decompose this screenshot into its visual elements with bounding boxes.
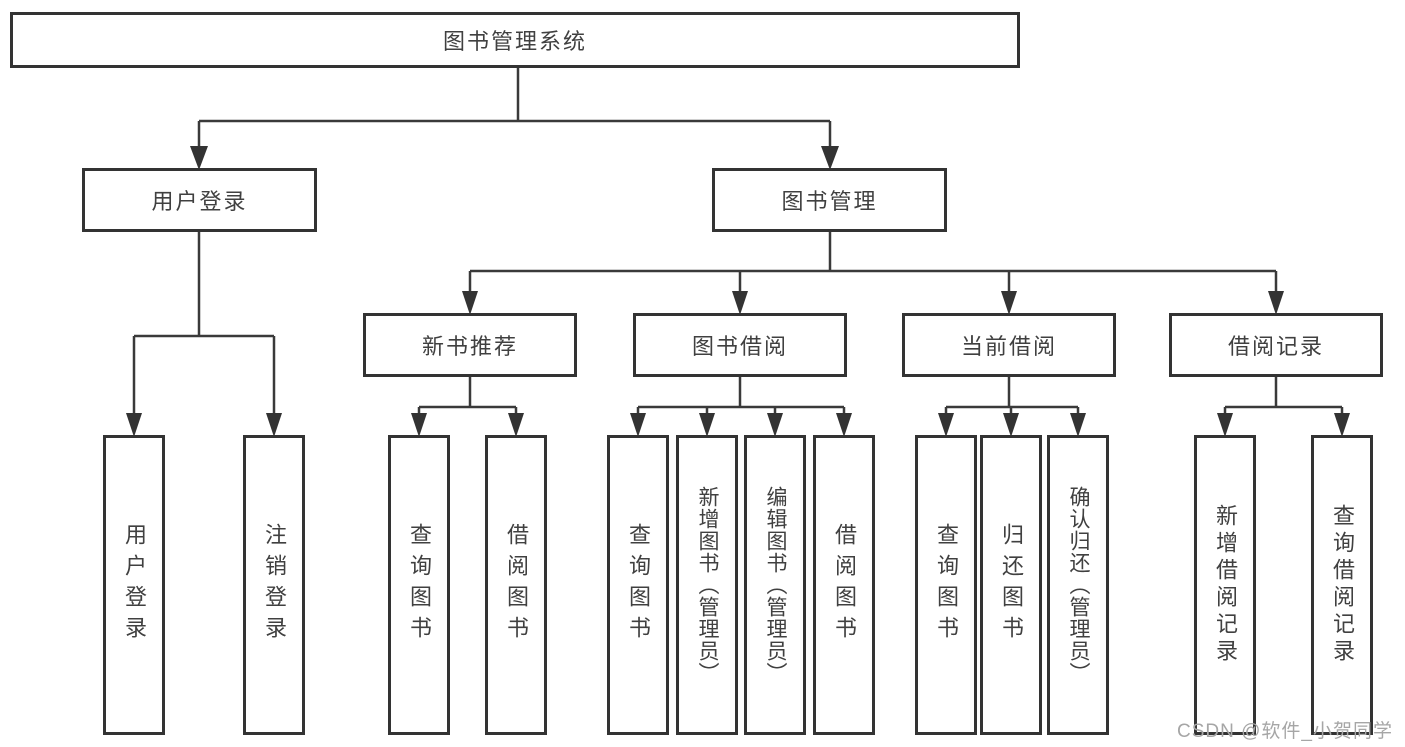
leaf-borrow-books-borrowing: 借阅图书 bbox=[813, 435, 875, 735]
leaf-query-books-recommend: 查询图书 bbox=[388, 435, 450, 735]
node-user-login: 用户登录 bbox=[82, 168, 317, 232]
watermark-csdn: CSDN @软件_小贺同学 bbox=[1177, 721, 1393, 742]
node-book-management: 图书管理 bbox=[712, 168, 947, 232]
leaf-query-books-borrowing: 查询图书 bbox=[607, 435, 669, 735]
leaf-query-books-current: 查询图书 bbox=[915, 435, 977, 735]
leaf-return-books: 归还图书 bbox=[980, 435, 1042, 735]
leaf-add-borrow-record: 新增借阅记录 bbox=[1194, 435, 1256, 735]
leaf-user-login: 用户登录 bbox=[103, 435, 165, 735]
node-library-management-system: 图书管理系统 bbox=[10, 12, 1020, 68]
leaf-add-books-admin: 新增图书（管理员） bbox=[676, 435, 738, 735]
leaf-borrow-books-recommend: 借阅图书 bbox=[485, 435, 547, 735]
leaf-query-borrow-record: 查询借阅记录 bbox=[1311, 435, 1373, 735]
node-borrowing-records: 借阅记录 bbox=[1169, 313, 1383, 377]
node-book-borrowing: 图书借阅 bbox=[633, 313, 847, 377]
node-current-borrowing: 当前借阅 bbox=[902, 313, 1116, 377]
leaf-logout: 注销登录 bbox=[243, 435, 305, 735]
node-new-book-recommendation: 新书推荐 bbox=[363, 313, 577, 377]
leaf-confirm-return-admin: 确认归还（管理员） bbox=[1047, 435, 1109, 735]
leaf-edit-books-admin: 编辑图书（管理员） bbox=[744, 435, 806, 735]
